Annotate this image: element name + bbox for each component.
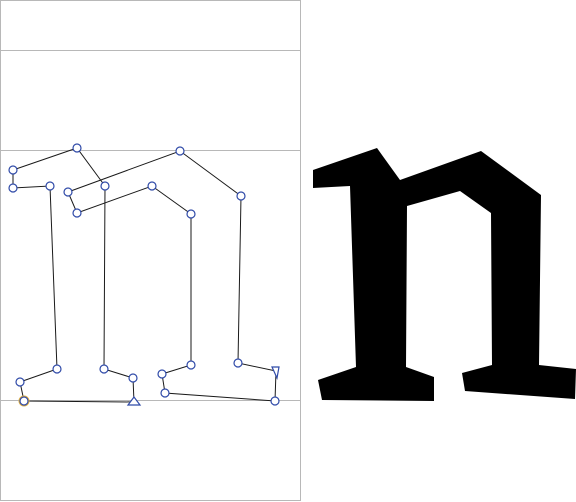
glyph-nodes[interactable] (8, 143, 280, 407)
circle-node-icon[interactable] (157, 369, 167, 379)
circle-node-icon[interactable] (233, 358, 243, 368)
circle-node-icon[interactable] (100, 181, 110, 191)
circle-node-icon[interactable] (160, 388, 170, 398)
circle-node-icon[interactable] (72, 208, 82, 218)
edit-panel[interactable] (0, 0, 301, 501)
circle-node-icon[interactable] (236, 191, 246, 201)
circle-node-icon[interactable] (147, 181, 157, 191)
circle-node-icon[interactable] (128, 373, 138, 383)
circle-node-icon[interactable] (186, 360, 196, 370)
circle-node-icon[interactable] (72, 143, 82, 153)
circle-node-icon[interactable] (186, 209, 196, 219)
circle-node-icon[interactable] (19, 396, 29, 406)
glyph-preview-shape (313, 148, 576, 401)
circle-node-icon[interactable] (52, 364, 62, 374)
circle-node-icon[interactable] (175, 146, 185, 156)
circle-node-icon[interactable] (99, 364, 109, 374)
circle-node-icon[interactable] (8, 165, 18, 175)
edit-panel-frame (0, 0, 301, 501)
triangle-node-icon[interactable] (126, 396, 142, 406)
circle-node-icon[interactable] (270, 396, 280, 406)
circle-node-icon[interactable] (63, 187, 73, 197)
glyph-preview (313, 148, 576, 401)
circle-node-icon[interactable] (15, 377, 25, 387)
triangle-node-icon[interactable] (271, 366, 280, 380)
circle-node-icon[interactable] (8, 183, 18, 193)
circle-node-icon[interactable] (45, 181, 55, 191)
